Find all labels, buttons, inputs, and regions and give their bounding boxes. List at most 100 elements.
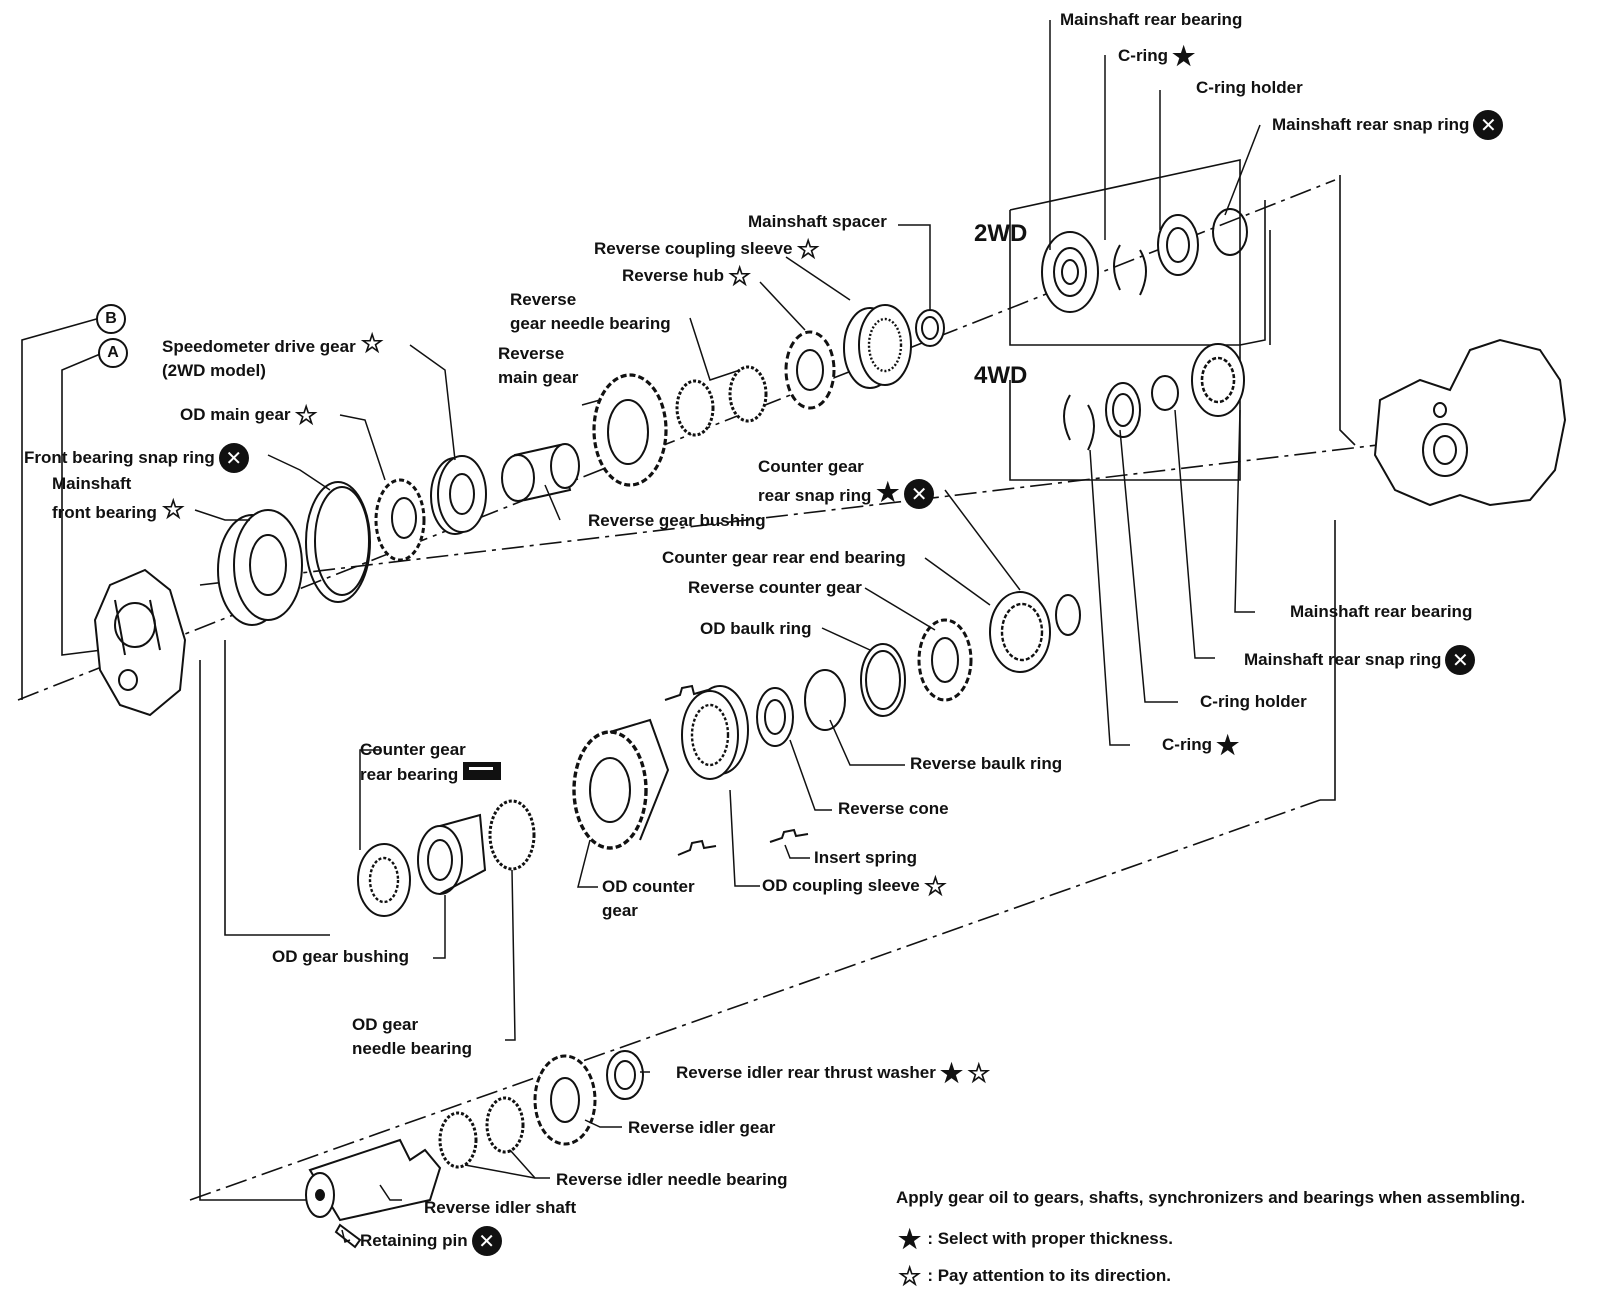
label-reverse-gear-bushing: Reverse gear bushing: [588, 509, 766, 533]
reverse-idler-needle-bearing-parts: [438, 1096, 525, 1169]
two-wd-label: 2WD: [974, 220, 1028, 247]
label-c-ring-top: C-ring ★: [1118, 43, 1195, 69]
apply-oil-icon: [463, 762, 501, 780]
star-outline-icon: ☆: [796, 234, 820, 264]
reverse-gear-needle-bearing-parts: [675, 365, 768, 437]
note-pay-attention: ☆ : Pay attention to its direction.: [898, 1263, 1171, 1289]
label-mainshaft-front-bearing-line2: front bearing ☆: [52, 496, 185, 525]
reverse-idler-rear-thrust-washer-part: [606, 1050, 644, 1100]
label-mainshaft-front-bearing-text: front bearing: [52, 503, 157, 522]
label-c-ring-top-text: C-ring: [1118, 46, 1169, 65]
star-outline-icon: ☆: [923, 871, 948, 901]
label-speedometer-drive-gear-line1: Speedometer drive gear ☆: [162, 330, 384, 359]
badge-b-label: B: [96, 304, 126, 334]
mainshaft-front-bearing-part: [217, 509, 303, 626]
label-reverse-gear-needle-bearing-line2: gear needle bearing: [510, 314, 671, 333]
od-gear-needle-bearing-part: [488, 799, 536, 871]
reverse-idler-gear-part: [533, 1054, 597, 1146]
label-c-ring-bottom-text: C-ring: [1162, 735, 1213, 754]
label-counter-gear-rear-bearing-line2: rear bearing: [360, 762, 501, 787]
label-od-main-gear-text: OD main gear: [180, 405, 291, 424]
label-reverse-counter-gear: Reverse counter gear: [688, 576, 862, 600]
note-select-thickness-text: : Select with proper thickness.: [927, 1229, 1173, 1248]
counter-gear-rear-bearing-part: [357, 843, 411, 917]
label-reverse-main-gear-line2: main gear: [498, 368, 579, 387]
label-retaining-pin-text: Retaining pin: [360, 1231, 468, 1250]
label-mainshaft-front-bearing-line1: Mainshaft: [52, 474, 132, 493]
label-reverse-idler-needle-bearing-text: Reverse idler needle bearing: [556, 1170, 788, 1189]
counter-gear-rear-end-bearing-part: [989, 591, 1051, 673]
label-counter-gear-rear-end-bearing: Counter gear rear end bearing: [662, 546, 906, 570]
od-gear-bushing-part: [417, 813, 487, 895]
od-counter-gear-part: [572, 718, 670, 850]
label-od-gear-bushing: OD gear bushing: [272, 945, 409, 969]
label-mainshaft-rear-snap-ring-bottom: Mainshaft rear snap ring ✕: [1244, 645, 1476, 675]
label-c-ring-bottom: C-ring ★: [1162, 732, 1239, 758]
label-reverse-hub-text: Reverse hub: [622, 266, 725, 285]
note-apply-oil-text: Apply gear oil to gears, shafts, synchro…: [896, 1188, 1526, 1207]
star-outline-icon: ☆: [360, 328, 384, 358]
leader-lines: [194, 20, 1261, 1244]
front-bearing-snap-ring-part: [305, 481, 371, 603]
label-reverse-idler-shaft: Reverse idler shaft: [424, 1196, 576, 1220]
star-outline-icon: ☆: [728, 261, 752, 291]
label-od-baulk-ring: OD baulk ring: [700, 617, 811, 641]
label-counter-gear-rear-snap-ring-text: rear snap ring: [758, 486, 872, 505]
label-counter-gear-rear-snap-ring-line2: rear snap ring ★ ✕: [758, 477, 935, 509]
label-od-counter-gear-line1: OD counter: [602, 877, 695, 896]
label-reverse-main-gear-line1: Reverse: [498, 344, 565, 363]
star-filled-icon: ★: [1172, 41, 1196, 71]
label-od-coupling-sleeve-text: OD coupling sleeve: [762, 876, 920, 895]
rear-extension-housing: [1373, 338, 1567, 507]
reverse-baulk-ring-part: [804, 669, 846, 731]
four-wd-label: 4WD: [974, 362, 1028, 389]
label-reverse-gear-needle-bearing: Reverse gear needle bearing: [510, 288, 671, 336]
label-od-counter-gear: OD counter gear: [602, 875, 695, 923]
label-reverse-idler-gear-text: Reverse idler gear: [628, 1118, 776, 1137]
od-main-gear-part: [374, 478, 426, 562]
retaining-pin-part: [334, 1223, 362, 1249]
label-reverse-baulk-ring-text: Reverse baulk ring: [910, 754, 1063, 773]
label-speedometer-drive-gear: Speedometer drive gear ☆ (2WD model): [162, 330, 384, 383]
od-coupling-sleeve-part: [681, 685, 749, 780]
front-bearing-retainer-plate: [93, 568, 187, 717]
label-mainshaft-rear-bearing-top: Mainshaft rear bearing: [1060, 8, 1242, 32]
label-reverse-idler-needle-bearing: Reverse idler needle bearing: [556, 1168, 788, 1192]
two-wd-rear-parts: [1041, 208, 1248, 313]
label-c-ring-holder-bottom: C-ring holder: [1200, 690, 1307, 714]
reverse-coupling-sleeve-part: [843, 304, 912, 389]
star-filled-icon: ★: [876, 477, 900, 507]
speedometer-drive-gear-part: [430, 455, 487, 535]
label-reverse-idler-rear-thrust-washer: Reverse idler rear thrust washer ★ ☆: [676, 1060, 990, 1086]
note-apply-oil: Apply gear oil to gears, shafts, synchro…: [896, 1188, 1525, 1208]
label-reverse-main-gear: Reverse main gear: [498, 342, 578, 390]
label-reverse-coupling-sleeve-text: Reverse coupling sleeve: [594, 239, 793, 258]
label-od-gear-needle-bearing: OD gear needle bearing: [352, 1013, 472, 1061]
label-front-bearing-snap-ring: Front bearing snap ring ✕: [24, 443, 249, 473]
label-reverse-hub: Reverse hub ☆: [622, 263, 751, 289]
label-insert-spring-text: Insert spring: [814, 848, 917, 867]
star-filled-icon: ★: [898, 1224, 922, 1254]
reverse-cone-part: [756, 687, 794, 747]
label-speedometer-drive-gear-text: Speedometer drive gear: [162, 337, 356, 356]
badge-a: A: [98, 338, 128, 368]
label-retaining-pin: Retaining pin ✕: [360, 1226, 502, 1256]
reverse-hub-part: [784, 330, 836, 410]
do-not-reuse-icon: ✕: [218, 443, 249, 473]
label-c-ring-holder-bottom-text: C-ring holder: [1200, 692, 1307, 711]
do-not-reuse-icon: ✕: [471, 1226, 502, 1256]
label-reverse-idler-gear: Reverse idler gear: [628, 1116, 775, 1140]
label-counter-gear-rear-bearing-text: rear bearing: [360, 765, 459, 784]
note-select-thickness: ★ : Select with proper thickness.: [898, 1226, 1173, 1252]
label-counter-gear-rear-bearing-line1: Counter gear: [360, 740, 466, 759]
do-not-reuse-icon: ✕: [904, 479, 935, 509]
label-mainshaft-rear-snap-ring-bottom-text: Mainshaft rear snap ring: [1244, 650, 1442, 669]
bracket-frame-lines: [21, 159, 1356, 1201]
label-reverse-coupling-sleeve: Reverse coupling sleeve ☆: [594, 236, 820, 262]
counter-gear-rear-snap-ring-part: [1055, 594, 1081, 636]
label-mainshaft-rear-bearing-top-text: Mainshaft rear bearing: [1060, 10, 1243, 29]
four-wd-rear-parts: [1063, 343, 1245, 451]
label-front-bearing-snap-ring-text: Front bearing snap ring: [24, 448, 215, 467]
note-pay-attention-text: : Pay attention to its direction.: [927, 1266, 1171, 1285]
